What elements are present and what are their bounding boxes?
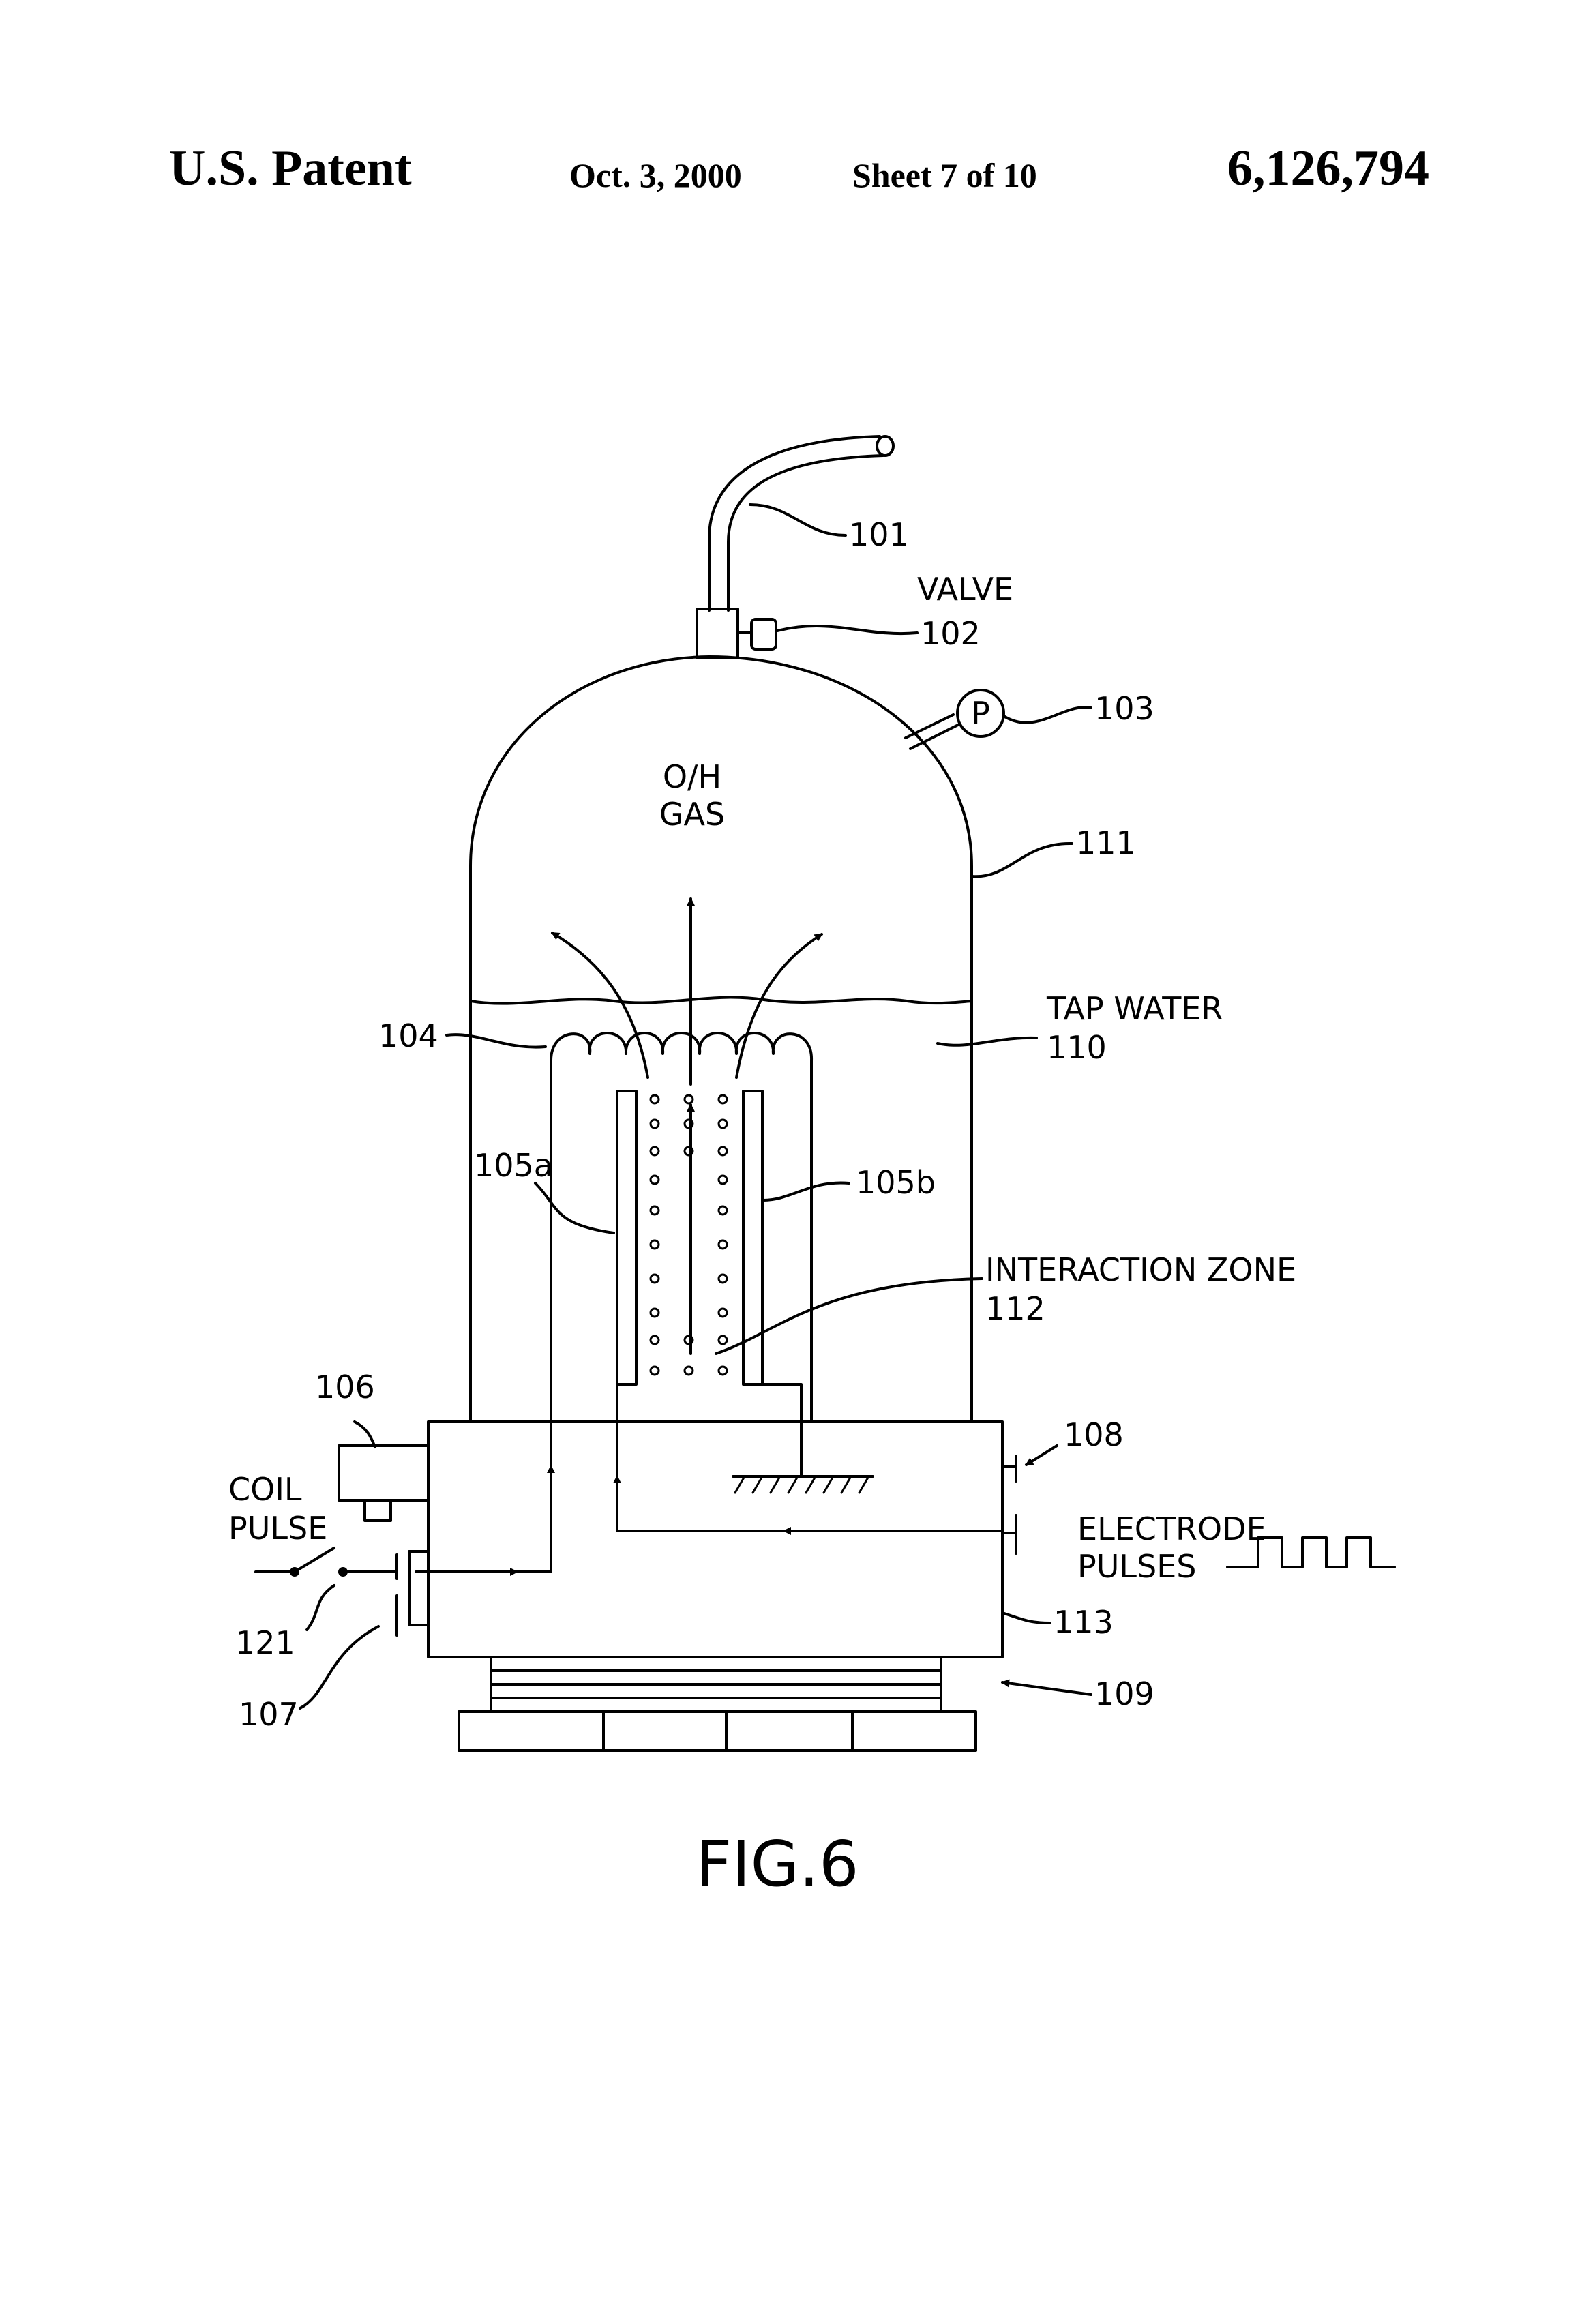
electrodes (617, 1091, 873, 1493)
label-gas-line1: O/H (663, 758, 721, 795)
label-107: 107 (239, 1696, 299, 1733)
label-gas-line2: GAS (659, 796, 725, 833)
valve (697, 609, 776, 658)
base-housing (428, 1422, 1002, 1657)
label-interaction-zone: INTERACTION ZONE (985, 1251, 1296, 1288)
label-tap-water: TAP WATER (1046, 990, 1223, 1027)
coil-circuit (416, 1384, 1002, 1572)
switch-121 (256, 1548, 395, 1577)
base-plates (459, 1657, 976, 1751)
label-electrode: ELECTRODE (1077, 1510, 1266, 1547)
connector-108 (1002, 1456, 1016, 1553)
label-111: 111 (1076, 824, 1136, 861)
label-105a: 105a (474, 1147, 553, 1184)
label-112: 112 (985, 1290, 1045, 1327)
label-pulses: PULSES (1077, 1548, 1197, 1585)
label-105b: 105b (856, 1164, 936, 1201)
gas-flow-arrows (552, 899, 822, 1354)
label-121: 121 (235, 1624, 295, 1661)
label-coil: COIL (228, 1471, 302, 1508)
label-104: 104 (378, 1017, 438, 1054)
figure-label: FIG.6 (696, 1828, 859, 1901)
label-106: 106 (315, 1369, 375, 1405)
label-103: 103 (1094, 690, 1154, 727)
label-113: 113 (1054, 1604, 1114, 1641)
label-102: 102 (921, 615, 981, 652)
label-108: 108 (1064, 1416, 1124, 1453)
label-110: 110 (1047, 1029, 1107, 1066)
component-106 (339, 1446, 428, 1521)
connector-107 (397, 1551, 428, 1635)
label-pulse: PULSE (228, 1510, 327, 1547)
bubbles (651, 1095, 727, 1375)
gauge-label: P (971, 695, 990, 732)
label-valve: VALVE (917, 571, 1013, 608)
label-109: 109 (1094, 1675, 1154, 1712)
label-101: 101 (849, 516, 909, 553)
water-surface (471, 998, 972, 1004)
